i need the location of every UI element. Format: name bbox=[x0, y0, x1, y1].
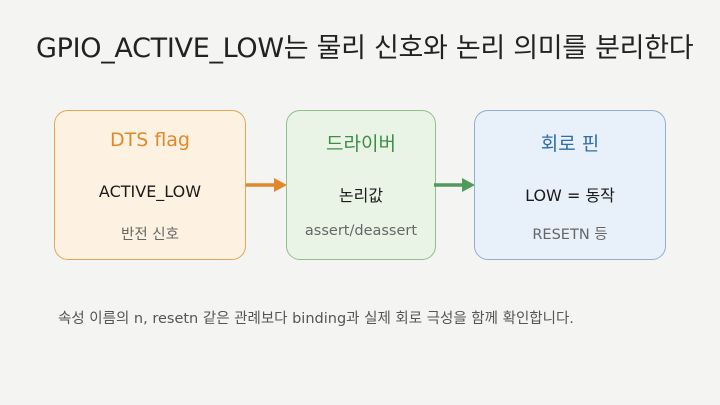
circuit-pin-caption: RESETN 등 bbox=[532, 227, 608, 243]
slide-title: GPIO_ACTIVE_LOW는 물리 신호와 논리 의미를 분리한다 bbox=[36, 33, 694, 64]
dts-flag-value: ACTIVE_LOW bbox=[98, 182, 202, 201]
dts-flag-caption: 반전 신호 bbox=[121, 227, 179, 243]
arrow-dts-to-driver bbox=[246, 178, 287, 192]
circuit-pin-box: 회로 핀 LOW = 동작 RESETN 등 bbox=[474, 110, 666, 260]
dts-flag-box: DTS flag ACTIVE_LOW 반전 신호 bbox=[54, 110, 246, 260]
dts-flag-heading: DTS flag bbox=[109, 129, 190, 151]
footnote: 속성 이름의 n, resetn 같은 관례보다 binding과 실제 회로 … bbox=[58, 311, 574, 327]
driver-caption: assert/deassert bbox=[304, 223, 418, 239]
driver-value: 논리값 bbox=[338, 186, 384, 205]
driver-heading: 드라이버 bbox=[326, 133, 396, 155]
driver-box: 드라이버 논리값 assert/deassert bbox=[286, 110, 436, 260]
arrow-head bbox=[462, 178, 475, 192]
arrow-head bbox=[274, 178, 287, 192]
circuit-pin-value: LOW = 동작 bbox=[525, 186, 615, 205]
circuit-pin-heading: 회로 핀 bbox=[540, 133, 600, 155]
arrow-driver-to-pin bbox=[434, 178, 475, 192]
